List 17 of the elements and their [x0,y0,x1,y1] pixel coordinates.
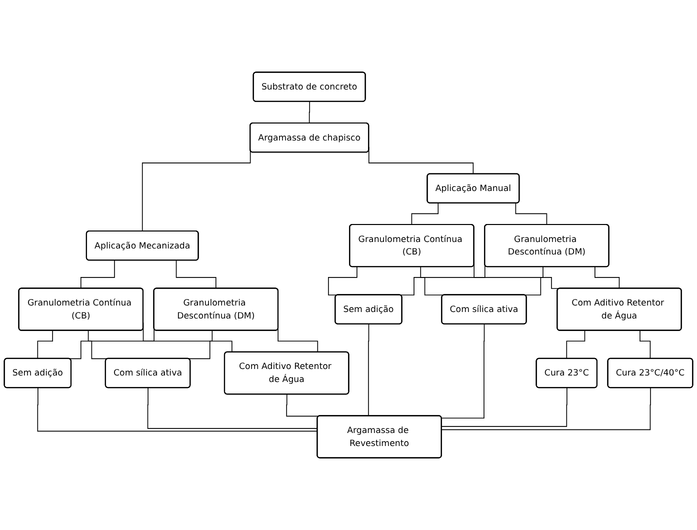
connector [80,260,115,289]
connector [441,387,651,430]
connector [441,387,568,427]
connector [147,387,318,429]
connector [515,202,548,226]
connector [286,394,320,417]
connector [37,387,318,432]
connector [411,202,439,226]
connector [176,260,217,289]
connector [278,328,318,353]
connector [37,330,53,360]
connector [640,330,651,360]
connector [328,266,358,296]
connector [441,324,485,419]
connector [566,330,586,360]
connector [594,266,620,289]
connector [308,101,310,124]
